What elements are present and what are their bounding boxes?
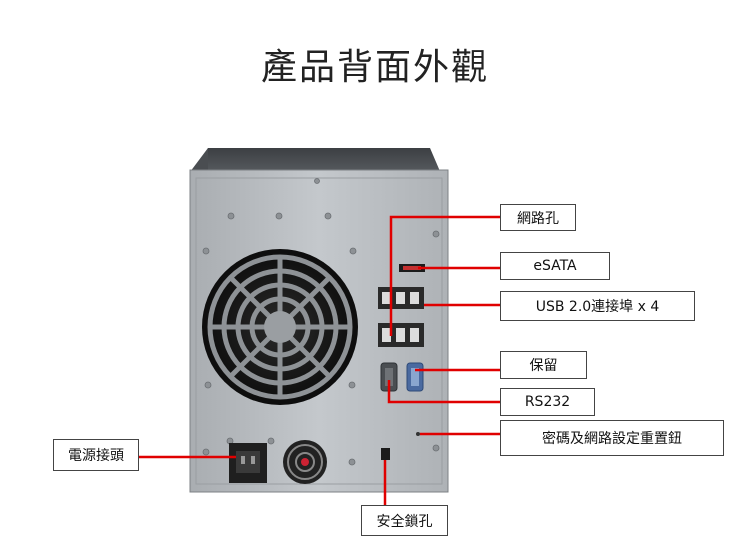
cooling-fan bbox=[202, 249, 358, 405]
callout-lines bbox=[139, 215, 500, 506]
reserved-port bbox=[406, 362, 424, 392]
label-rs232: RS232 bbox=[500, 388, 595, 416]
label-reset-button: 密碼及網路設定重置鈕 bbox=[500, 420, 724, 456]
label-esata: eSATA bbox=[500, 252, 610, 280]
label-power-connector: 電源接頭 bbox=[53, 439, 139, 471]
label-usb: USB 2.0連接埠 x 4 bbox=[500, 291, 695, 321]
security-lock-slot bbox=[381, 448, 390, 460]
label-security-lock: 安全鎖孔 bbox=[361, 505, 448, 536]
reset-button-hole bbox=[416, 432, 420, 436]
page-title: 產品背面外觀 bbox=[260, 47, 489, 88]
rs232-port bbox=[380, 362, 398, 392]
esata-port bbox=[399, 264, 425, 272]
label-reserved: 保留 bbox=[500, 351, 587, 379]
power-connector bbox=[229, 443, 267, 483]
network-port-block-lower bbox=[378, 323, 424, 347]
label-network-port: 網路孔 bbox=[500, 204, 576, 231]
usb-port-block-upper bbox=[378, 287, 424, 309]
psu-fan bbox=[283, 440, 327, 484]
